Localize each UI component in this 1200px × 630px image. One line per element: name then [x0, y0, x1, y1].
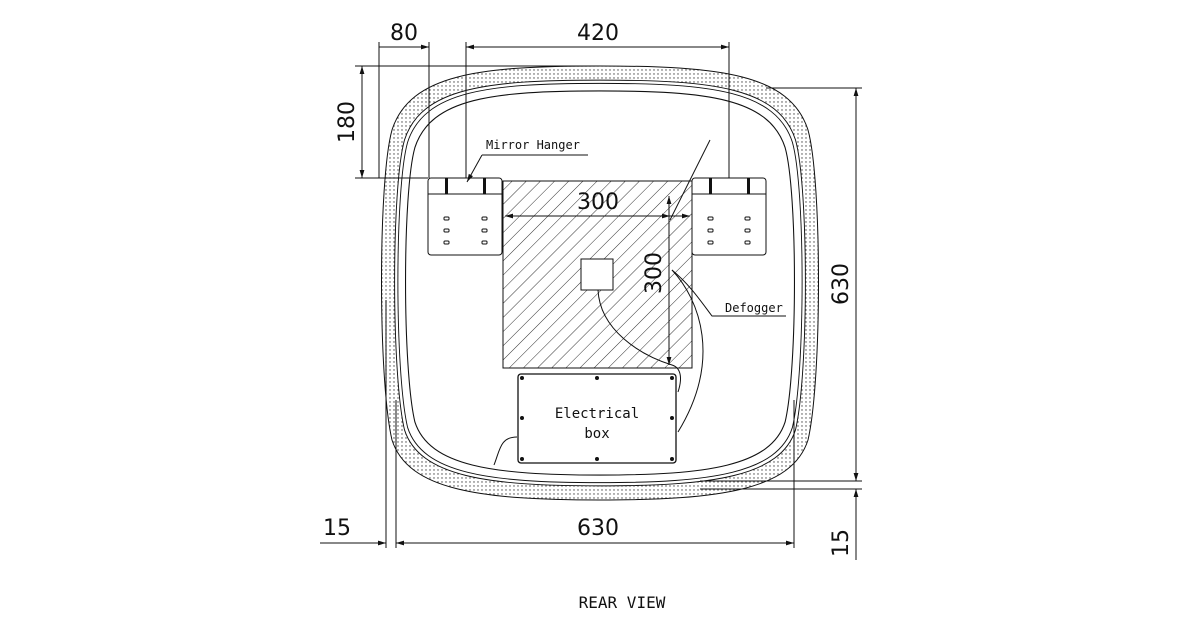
- dim-hanger-spacing: 420: [577, 21, 619, 46]
- mirror-hanger-label: Mirror Hanger: [486, 138, 580, 152]
- dim-defogger-height: 300: [642, 252, 667, 294]
- electrical-box: Electrical box: [517, 373, 677, 464]
- dim-total-width: 630: [577, 516, 619, 541]
- defogger-pad: [502, 180, 693, 369]
- electrical-box-label-line1: Electrical: [555, 406, 639, 422]
- dimension-lines: [320, 42, 862, 560]
- defogger-label: Defogger: [725, 301, 783, 315]
- dim-defogger-width: 300: [577, 190, 619, 215]
- drawing-title: REAR VIEW: [579, 593, 666, 612]
- mirror-hanger-left: [427, 177, 503, 256]
- electrical-box-label-line2: box: [584, 426, 609, 442]
- dim-border-bottom: 15: [829, 529, 854, 557]
- dim-total-height: 630: [829, 263, 854, 305]
- dim-border-left: 15: [323, 516, 351, 541]
- dim-hanger-height: 180: [335, 101, 360, 143]
- dim-hanger-offset: 80: [390, 21, 418, 46]
